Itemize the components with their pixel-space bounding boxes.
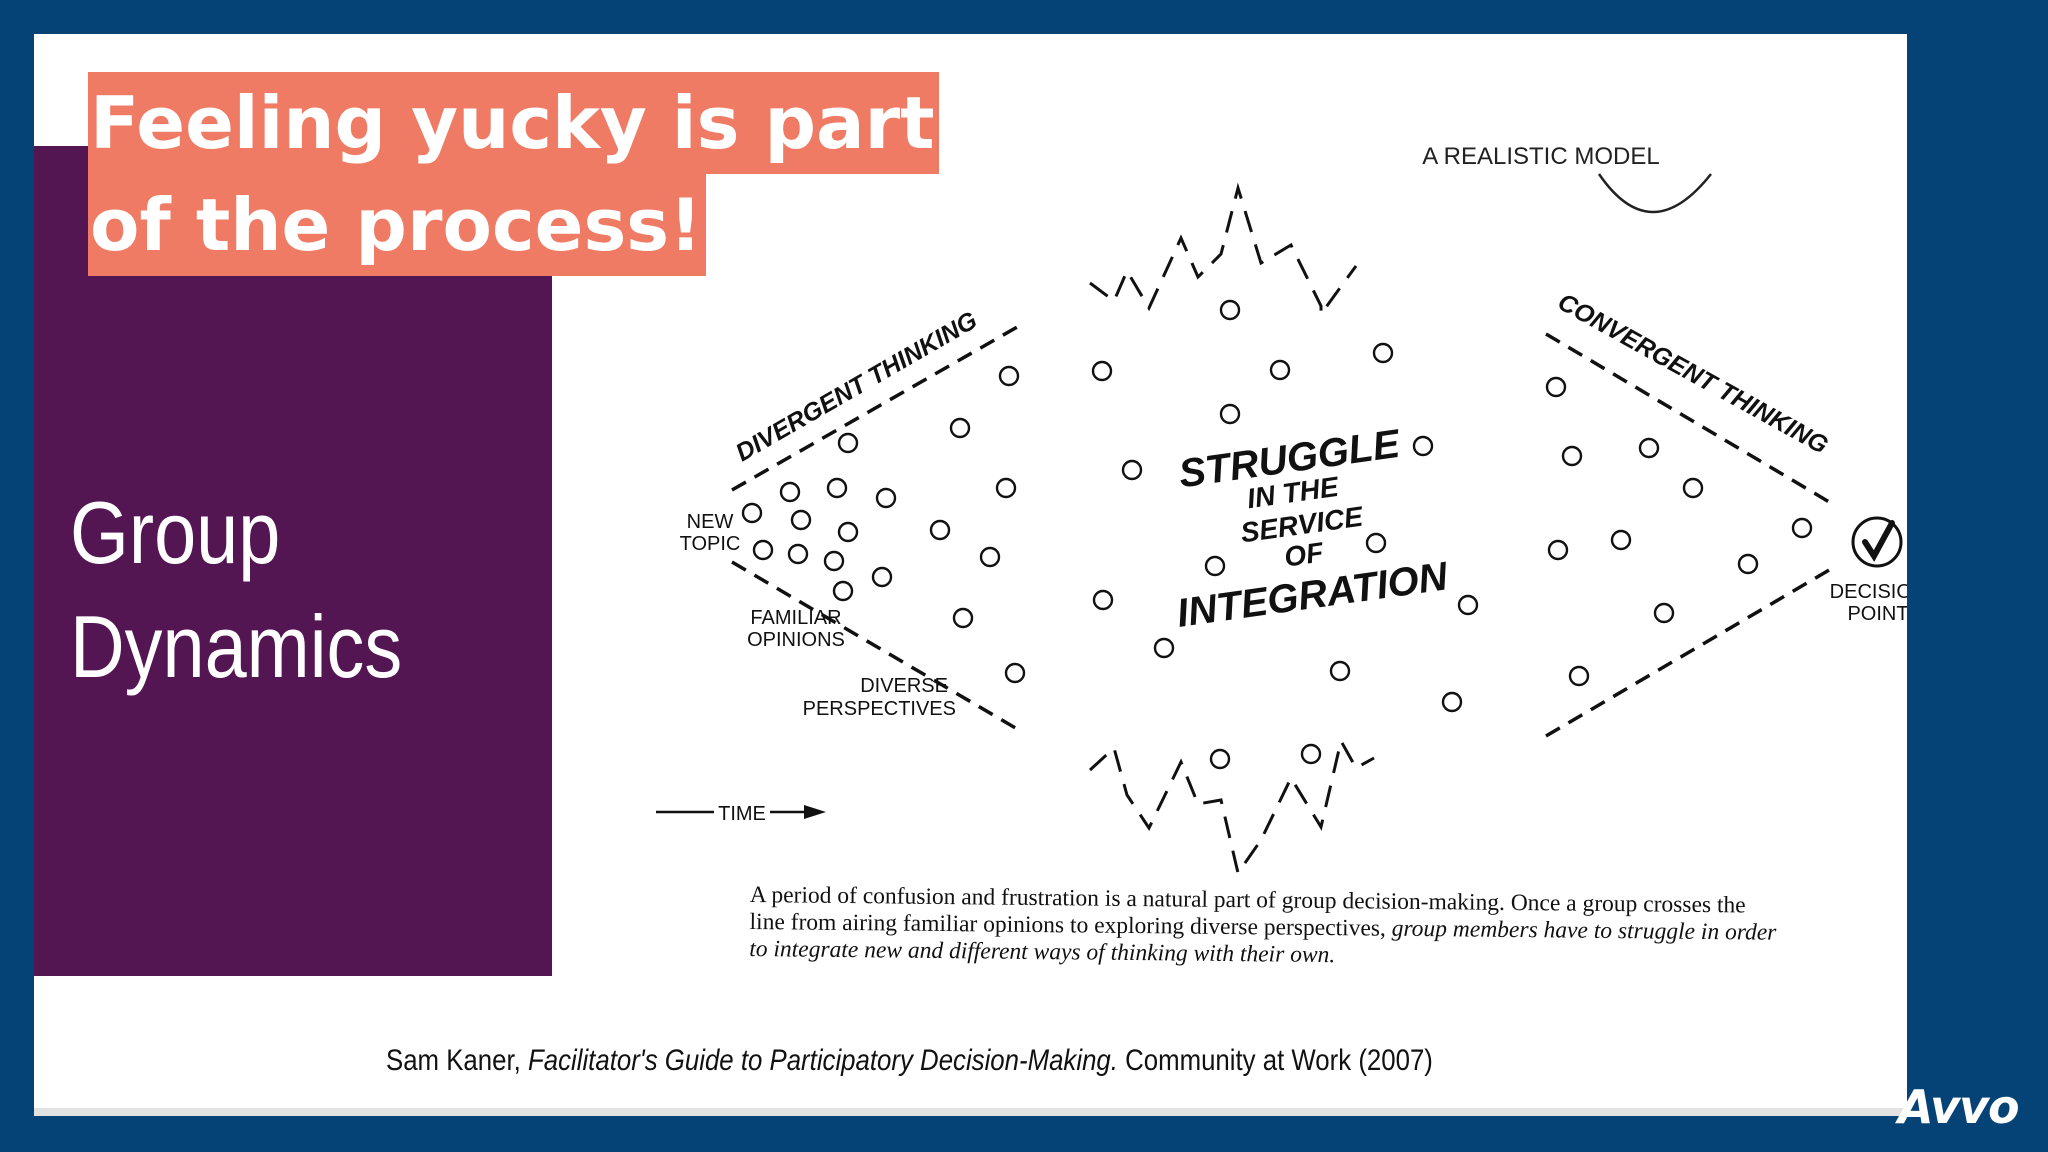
idea-circle [1568, 665, 1590, 687]
new-topic-label-2: TOPIC [680, 533, 741, 555]
groan-zone-diagram: A REALISTIC MODEL DIVERGENT THINKING CON… [656, 143, 1907, 877]
idea-circle [979, 546, 1001, 568]
model-label: A REALISTIC MODEL [1422, 143, 1659, 170]
panel-title: Group Dynamics [70, 476, 402, 704]
time-label: TIME [718, 803, 766, 825]
idea-circle [1372, 342, 1394, 364]
panel-title-line-1: Group [70, 483, 281, 582]
diverse-label-2: PERSPECTIVES [803, 698, 956, 720]
idea-circle [826, 477, 848, 499]
idea-circle [837, 521, 859, 543]
idea-circle [1269, 359, 1291, 381]
idea-circle [875, 487, 897, 509]
idea-circle [1219, 299, 1241, 321]
headline-line-1: Feeling yucky is part [88, 72, 939, 174]
title-panel: Group Dynamics [34, 146, 552, 976]
idea-circle [1329, 660, 1351, 682]
decision-label-1: DECISION [1830, 581, 1907, 603]
idea-circle [752, 539, 774, 561]
idea-circle [1091, 360, 1113, 382]
idea-circle [1300, 743, 1322, 765]
idea-circle [1121, 459, 1143, 481]
citation: Sam Kaner, Facilitator's Guide to Partic… [386, 1044, 1433, 1078]
idea-circle [1204, 555, 1226, 577]
idea-circle [1004, 662, 1026, 684]
idea-circle [1441, 691, 1463, 713]
idea-circle [832, 580, 854, 602]
idea-circle [1638, 437, 1660, 459]
model-arc [1597, 173, 1712, 214]
idea-circle [1653, 602, 1675, 624]
slide-bottom-rule [34, 1108, 1907, 1116]
idea-circle [1610, 529, 1632, 551]
familiar-label-1: FAMILIAR [750, 607, 841, 629]
idea-circle [995, 477, 1017, 499]
idea-circle [1219, 403, 1241, 425]
decision-label-2: POINT [1847, 603, 1907, 625]
idea-circle [1561, 445, 1583, 467]
idea-circle [1737, 553, 1759, 575]
divergent-top-line [731, 324, 1020, 492]
idea-circle [1209, 748, 1231, 770]
idea-circle [1365, 532, 1387, 554]
familiar-label-2: OPINIONS [747, 629, 845, 651]
idea-circle [1092, 589, 1114, 611]
idea-circle [741, 502, 763, 524]
idea-circle [837, 432, 859, 454]
divergent-bottom-line [731, 560, 1020, 732]
idea-circle [1682, 477, 1704, 499]
citation-book: Facilitator's Guide to Participatory Dec… [527, 1044, 1118, 1077]
slide: Group Dynamics Feeling yucky is part of … [34, 34, 1907, 1116]
headline: Feeling yucky is part of the process! [88, 72, 939, 276]
idea-circle [998, 365, 1020, 387]
idea-circle [871, 566, 893, 588]
convergent-label: CONVERGENT THINKING [1553, 288, 1833, 460]
idea-circle [790, 509, 812, 531]
convergent-top-line [1545, 332, 1837, 508]
decision-point-circle [1851, 516, 1903, 568]
headline-line-2: of the process! [88, 174, 706, 276]
struggle-bottom-edge [1088, 736, 1375, 877]
panel-title-line-2: Dynamics [70, 597, 403, 696]
arrow-right-icon [804, 805, 826, 819]
idea-circles [741, 299, 1813, 770]
idea-circle [823, 550, 845, 572]
diagram-caption: A period of confusion and frustration is… [749, 882, 1780, 974]
idea-circle [1457, 594, 1479, 616]
idea-circle [1791, 517, 1813, 539]
idea-circle [787, 543, 809, 565]
idea-circle [949, 417, 971, 439]
diverse-label-1: DIVERSE [860, 675, 948, 697]
new-topic-label-1: NEW [687, 511, 734, 533]
citation-publisher: Community at Work (2007) [1117, 1044, 1433, 1077]
idea-circle [1412, 435, 1434, 457]
convergent-bottom-line [1545, 564, 1837, 738]
idea-circle [1153, 637, 1175, 659]
idea-circle [1547, 539, 1569, 561]
idea-circle [1545, 376, 1567, 398]
struggle-top-edge [1089, 182, 1358, 319]
check-icon [1862, 520, 1895, 562]
idea-circle [779, 481, 801, 503]
idea-circle [929, 519, 951, 541]
citation-author: Sam Kaner, [386, 1044, 528, 1077]
avvo-logo: Avvo [1898, 1080, 2020, 1134]
idea-circle [952, 607, 974, 629]
struggle-of: OF [1282, 536, 1326, 572]
